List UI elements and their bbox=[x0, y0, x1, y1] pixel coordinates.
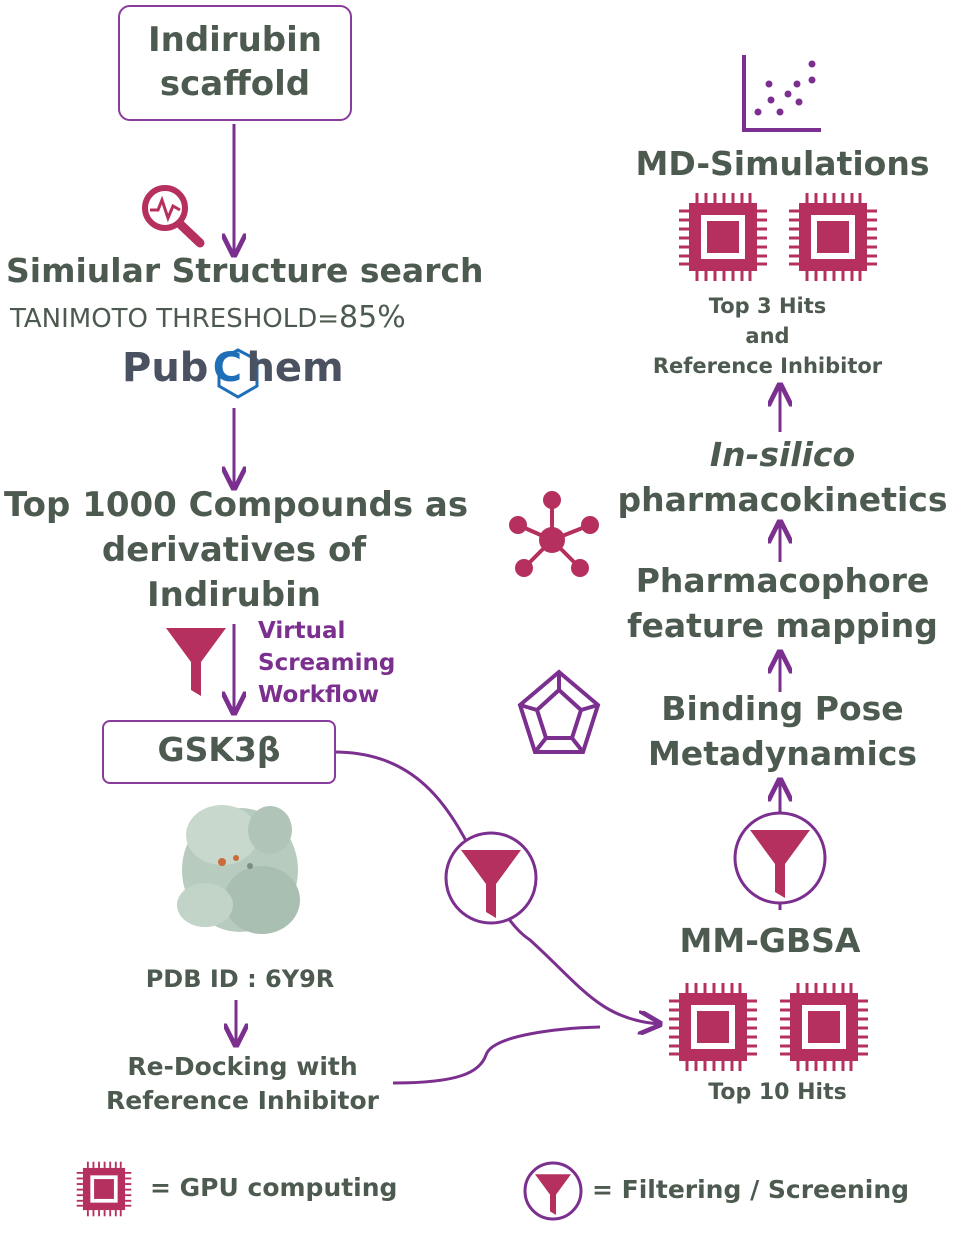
md-title: MD-Simulations bbox=[635, 144, 930, 183]
tanimoto-threshold-value: 85% bbox=[339, 300, 406, 335]
target-name: GSK3β bbox=[157, 730, 281, 769]
pdb-id: PDB ID : 6Y9R bbox=[145, 965, 335, 993]
scaffold-label-line1: Indirubin bbox=[147, 20, 323, 60]
mmgbsa-title: MM-GBSA bbox=[679, 921, 861, 960]
funnel-icon bbox=[166, 628, 226, 696]
scatter-plot-icon bbox=[742, 55, 821, 132]
gpu-chip-icon bbox=[667, 981, 759, 1073]
pentagon-star-icon bbox=[517, 669, 601, 754]
md-hits-line2: and bbox=[745, 324, 790, 348]
scaffold-box: Indirubin scaffold bbox=[118, 5, 352, 121]
pubchem-logo-hem: hem bbox=[246, 345, 344, 391]
curve-target-to-mmgbsa bbox=[333, 750, 660, 1024]
molecule-network-icon bbox=[509, 491, 599, 577]
gpu-chip-icon bbox=[677, 191, 769, 283]
pharmacophore-line2: feature mapping bbox=[627, 606, 938, 645]
gpu-chip-icon bbox=[778, 981, 870, 1073]
filter-circle-icon bbox=[523, 1161, 583, 1221]
curve-redocking-to-mmgbsa bbox=[392, 1025, 601, 1085]
workflow-line1: Virtual bbox=[258, 618, 346, 644]
metadynamics-line1: Binding Pose bbox=[661, 689, 904, 728]
pharmacophore-line1: Pharmacophore bbox=[635, 561, 930, 600]
protein-structure-image bbox=[177, 805, 300, 934]
scaffold-label-line2: scaffold bbox=[159, 64, 311, 104]
compounds-line3: Indirubin bbox=[146, 575, 322, 615]
insilico-line2: pharmacokinetics bbox=[617, 480, 948, 519]
tanimoto-threshold-label: TANIMOTO THRESHOLD= bbox=[10, 304, 340, 334]
pubchem-logo-pub: Pub bbox=[122, 345, 209, 391]
pubchem-logo-c: C bbox=[212, 345, 243, 391]
filter-circle-icon bbox=[444, 831, 538, 925]
target-box: GSK3β bbox=[102, 720, 336, 784]
metadynamics-line2: Metadynamics bbox=[647, 734, 918, 773]
search-pulse-icon bbox=[142, 185, 205, 248]
redocking-line1: Re-Docking with bbox=[127, 1052, 358, 1081]
workflow-line2: Screaming bbox=[258, 650, 396, 676]
insilico-line1: In-silico bbox=[709, 435, 856, 474]
md-hits-line1: Top 3 Hits bbox=[708, 294, 827, 318]
search-title: Simiular Structure search bbox=[6, 251, 484, 290]
redocking-line2: Reference Inhibitor bbox=[106, 1086, 379, 1115]
tanimoto-threshold: TANIMOTO THRESHOLD=85% bbox=[10, 300, 470, 335]
legend-gpu-label: = GPU computing bbox=[150, 1173, 398, 1202]
compounds-line2: derivatives of bbox=[101, 530, 367, 570]
gpu-chip-icon bbox=[787, 191, 879, 283]
md-hits-line3: Reference Inhibitor bbox=[652, 354, 883, 378]
mmgbsa-hits: Top 10 Hits bbox=[708, 1080, 847, 1105]
gpu-chip-icon bbox=[75, 1160, 133, 1218]
legend-filter-label: = Filtering / Screening bbox=[592, 1175, 910, 1204]
compounds-line1: Top 1000 Compounds as bbox=[4, 485, 469, 525]
workflow-line3: Workflow bbox=[258, 682, 380, 708]
filter-circle-icon bbox=[733, 811, 827, 905]
pubchem-hexagon-icon bbox=[217, 348, 259, 399]
